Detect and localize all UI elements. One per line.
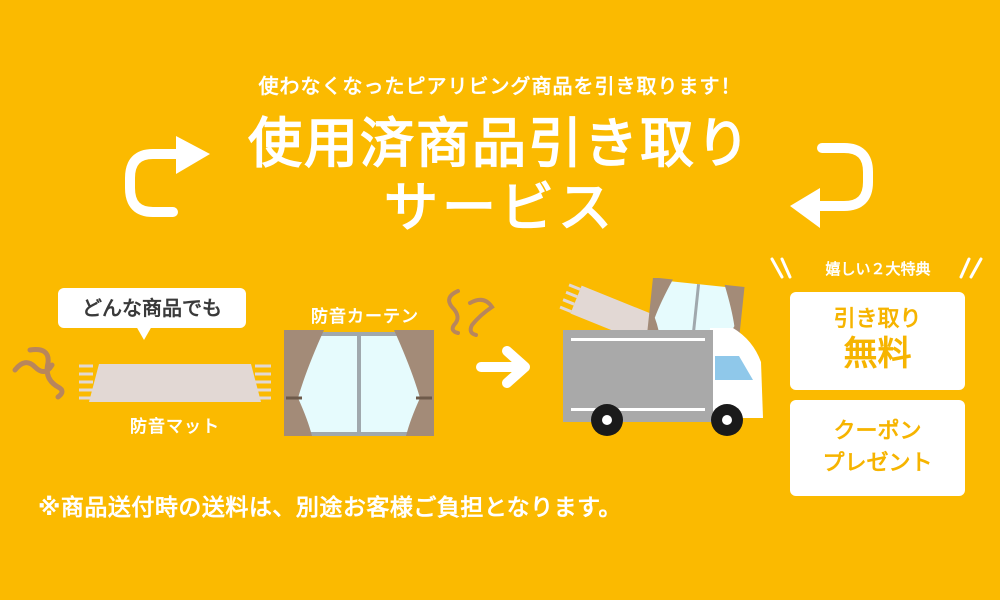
perk-card-free-pickup: 引き取り 無料 — [790, 292, 965, 390]
perk-line1: クーポン — [833, 419, 922, 444]
subtitle: 使わなくなったピアリビング商品を引き取ります！ — [258, 74, 742, 98]
curtain-label: 防音カーテン — [311, 307, 419, 327]
curved-arrow-left-icon — [790, 143, 873, 228]
squiggle-icon — [447, 289, 495, 337]
emphasis-lines-left-icon — [770, 257, 792, 279]
shipping-footnote: ※商品送付時の送料は、別途お客様ご負担となります。 — [38, 495, 622, 521]
mat-icon — [79, 364, 271, 402]
emphasis-lines-right-icon — [959, 257, 983, 279]
page-title-line2: サービス — [384, 176, 616, 239]
speech-bubble-tail — [136, 326, 152, 340]
perk-card-coupon: クーポン プレゼント — [790, 400, 965, 496]
speech-bubble: どんな商品でも — [58, 288, 246, 328]
arrow-right-icon — [476, 346, 530, 388]
squiggle-icon — [12, 347, 65, 400]
truck-icon — [559, 278, 763, 436]
mat-label: 防音マット — [130, 417, 220, 437]
curved-arrow-right-icon — [125, 136, 210, 217]
perks-heading: 嬉しい２大特典 — [825, 260, 931, 278]
perk-line2: プレゼント — [822, 451, 933, 476]
curtain-icon — [284, 330, 434, 436]
perk-line1: 引き取り — [833, 307, 922, 332]
perk-line2: 無料 — [843, 334, 912, 374]
page-title: 使用済商品引き取り — [248, 112, 752, 175]
